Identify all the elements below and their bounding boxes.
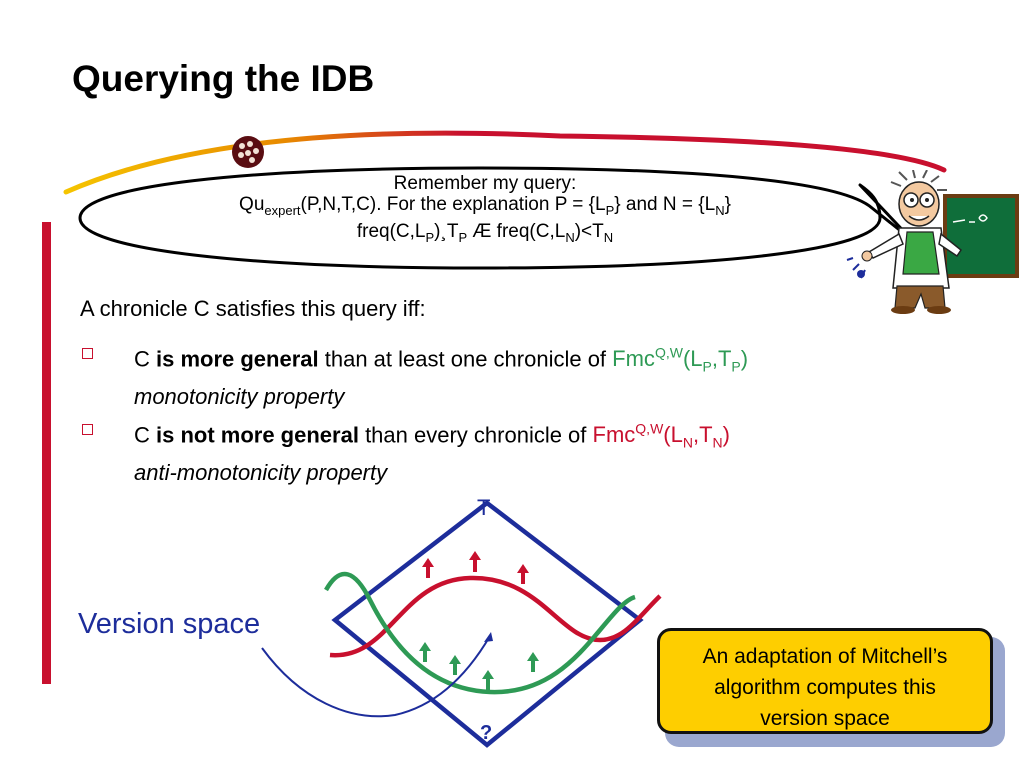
- bubble-line-3: freq(C,LP)¸TP Æ freq(C,LN)<TN: [120, 221, 850, 248]
- bullet-1-line-2: monotonicity property: [134, 382, 748, 412]
- bubble-qu: Qu: [239, 194, 265, 215]
- bullet-1-sub1: P: [702, 358, 712, 375]
- bubble-line3-a: freq(C,L: [356, 220, 426, 242]
- bullet-2-bold: is not more general: [156, 422, 359, 448]
- green-up-arrows: [419, 642, 539, 690]
- bullet-1-comma-t: ,T: [711, 346, 732, 372]
- bubble-sub-p: P: [605, 202, 615, 218]
- bullet-2-fmc: Fmc: [592, 422, 636, 448]
- bullet-2-paren-open: (L: [663, 422, 683, 448]
- bullet-2-italic: anti-monotonicity property: [134, 459, 388, 485]
- red-up-arrows: [422, 551, 529, 584]
- green-arrow-2: [449, 655, 461, 675]
- bubble-line2-mid2: } and N = {L: [614, 194, 716, 215]
- bullet-1-sub2: P: [731, 358, 741, 375]
- bullet-2-fmc-expr: FmcQ,W(LN,TN): [592, 421, 730, 451]
- shoe-left: [891, 306, 915, 314]
- bullet-1: C is more general than at least one chro…: [82, 338, 748, 412]
- bullet-1-sup: Q,W: [654, 345, 683, 361]
- bullet-2-line-1: C is not more general than every chronic…: [134, 414, 730, 458]
- bullet-1-line-1: C is more general than at least one chro…: [134, 338, 748, 382]
- bubble-line3-sub-tn: N: [603, 229, 614, 245]
- hand-left: [861, 250, 873, 262]
- mitchell-note-box: An adaptation of Mitchell’s algorithm co…: [657, 628, 993, 734]
- speech-bubble-text: Remember my query: Quexpert(P,N,T,C). Fo…: [120, 173, 850, 248]
- bullet-2-pre: C: [134, 422, 156, 448]
- bullet-2-sub1: N: [682, 434, 693, 451]
- left-accent-bar: [42, 222, 51, 684]
- hair: [890, 170, 947, 191]
- red-curve: [329, 575, 662, 658]
- speech-bubble: [78, 166, 914, 270]
- red-arrow-2: [469, 551, 481, 572]
- bullet-2-sup: Q,W: [635, 421, 664, 437]
- bullet-2: C is not more general than every chronic…: [82, 414, 730, 488]
- slide-title: Querying the IDB: [72, 58, 375, 99]
- red-arrow-1: [422, 558, 434, 578]
- bullet-1-italic: monotonicity property: [134, 383, 345, 409]
- bullet-1-paren-open: (L: [682, 346, 703, 372]
- bullet-1-fmc-expr: FmcQ,W(LP,TP): [612, 345, 749, 375]
- trousers: [894, 285, 946, 309]
- green-arrow-4: [527, 652, 539, 672]
- bubble-sub-n: N: [715, 202, 725, 218]
- chalkboard: [943, 194, 1019, 278]
- bubble-line3-b: )¸T: [434, 220, 459, 242]
- bounce-ball-icon: [857, 270, 865, 278]
- vest: [902, 231, 940, 275]
- bubble-line-1: Remember my query:: [393, 173, 577, 194]
- professor-illustration: [846, 170, 1019, 314]
- bubble-line3-sub-p: P: [425, 229, 435, 245]
- swoosh-line: [63, 130, 947, 195]
- chalk-formula: [952, 214, 988, 223]
- bubble-line2-end: }: [724, 194, 731, 215]
- green-arrow-3: [482, 670, 494, 690]
- bubble-line3-sub-tp: P: [458, 229, 468, 245]
- version-space-label: Version space: [78, 608, 261, 640]
- note-line-1: An adaptation of Mitchell’s: [702, 645, 948, 668]
- shoe-right: [927, 306, 951, 314]
- note-line-3: version space: [760, 707, 890, 730]
- bubble-line3-sub-n: N: [565, 229, 575, 245]
- bullet-2-mid: than every chronicle of: [358, 422, 593, 448]
- bullet-2-line-2: anti-monotonicity property: [134, 458, 730, 488]
- green-arrow-1: [419, 642, 431, 662]
- bullet-1-paren-close: ): [740, 346, 749, 372]
- pointer-arrowhead-icon: [484, 632, 493, 642]
- ornament-ball-icon: [232, 136, 264, 168]
- arm-right: [938, 232, 963, 258]
- green-curve: [324, 571, 636, 695]
- bullet-2-sub2: N: [712, 434, 723, 451]
- bubble-line-2: Quexpert(P,N,T,C). For the explanation P…: [120, 194, 850, 221]
- mouth: [908, 215, 930, 221]
- note-line-2: algorithm computes this: [714, 676, 936, 699]
- arm-left: [867, 232, 904, 259]
- square-bullet-icon: [82, 348, 93, 359]
- bubble-line3-d: )<T: [574, 220, 604, 242]
- version-space-diamond: [331, 500, 644, 748]
- bullet-1-mid: than at least one chronicle of: [318, 346, 613, 372]
- diagram-top-label: T: [477, 495, 491, 520]
- intro-text: A chronicle C satisfies this query iff:: [80, 296, 426, 321]
- square-bullet-icon: [82, 424, 93, 435]
- bubble-expert-sub: expert: [264, 202, 301, 218]
- bubble-line2-mid: (P,N,T,C). For the explanation P = {L: [300, 194, 606, 215]
- bubble-line3-c: Æ freq(C,L: [467, 220, 566, 242]
- bullet-1-pre: C: [134, 346, 156, 372]
- bullet-2-paren-close: ): [722, 422, 730, 448]
- bullet-1-fmc: Fmc: [612, 346, 655, 372]
- version-space-pointer: [261, 635, 491, 718]
- diagram-bottom-label: ?: [480, 722, 493, 744]
- bullet-1-bold: is more general: [156, 346, 319, 372]
- red-arrow-3: [517, 564, 529, 584]
- bullet-2-comma-t: ,T: [692, 422, 713, 448]
